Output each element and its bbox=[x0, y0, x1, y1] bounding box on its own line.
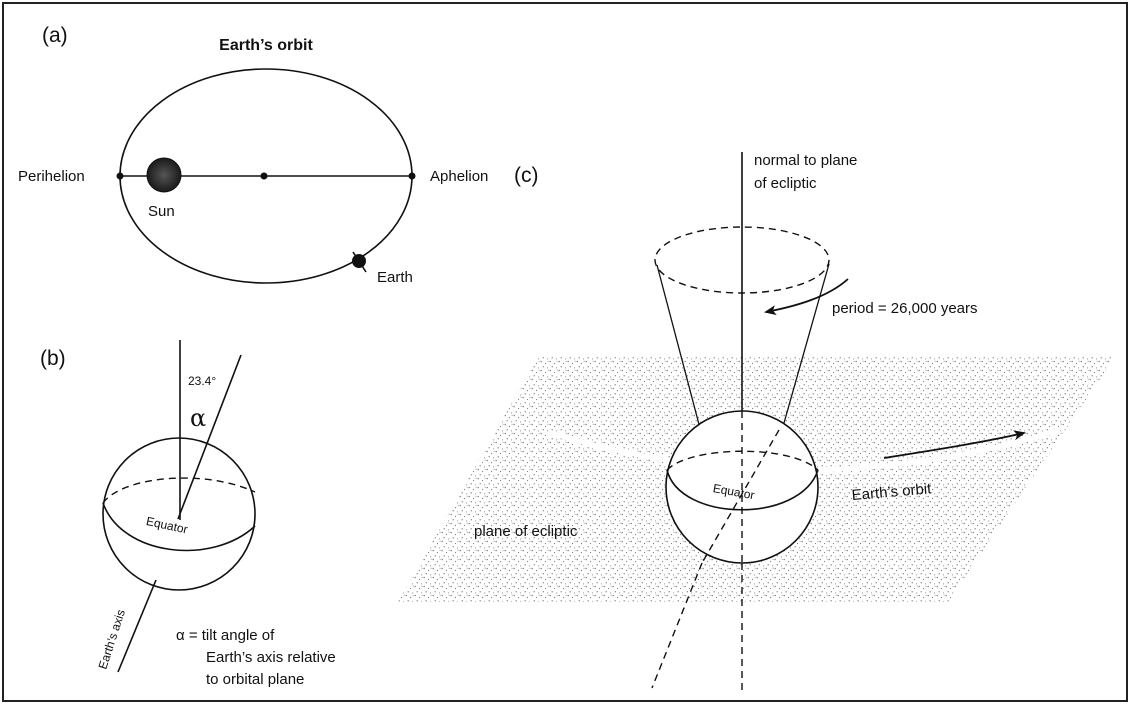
normal-label-line-2: of ecliptic bbox=[754, 175, 817, 192]
alpha-symbol: α bbox=[190, 404, 206, 432]
panel-b-label: (b) bbox=[40, 347, 66, 370]
earth-sphere bbox=[103, 438, 255, 590]
normal-label-line-1: normal to plane bbox=[754, 152, 857, 169]
legend-line-3: to orbital plane bbox=[206, 671, 304, 688]
sun-label: Sun bbox=[148, 203, 175, 220]
aphelion-label: Aphelion bbox=[430, 168, 488, 185]
period-label: period = 26,000 years bbox=[832, 300, 978, 317]
panel-a: (a) Earth’s orbit Perihelion Aphelion Su… bbox=[18, 24, 488, 286]
orbit-title: Earth’s orbit bbox=[219, 37, 313, 54]
equator-back bbox=[103, 478, 255, 503]
panel-c-label: (c) bbox=[514, 164, 539, 187]
sun-disc bbox=[147, 158, 181, 192]
perihelion-point bbox=[117, 173, 124, 180]
tilted-axis-lower bbox=[118, 580, 156, 672]
panel-c: (c) normal to plane of ecliptic period =… bbox=[398, 152, 1115, 690]
center-point bbox=[261, 173, 268, 180]
perihelion-label: Perihelion bbox=[18, 168, 85, 185]
legend-line-2: Earth’s axis relative bbox=[206, 649, 336, 666]
earth-label: Earth bbox=[377, 269, 413, 286]
angle-value: 23.4° bbox=[188, 374, 216, 388]
panel-b: (b) 23.4° α Equator Earth’s axis α = til… bbox=[40, 340, 336, 688]
equator-label: Equator bbox=[145, 514, 189, 536]
legend-line-1: α = tilt angle of bbox=[176, 627, 275, 644]
plane-label: plane of ecliptic bbox=[474, 523, 578, 540]
aphelion-point bbox=[409, 173, 416, 180]
panel-a-label: (a) bbox=[42, 24, 68, 47]
